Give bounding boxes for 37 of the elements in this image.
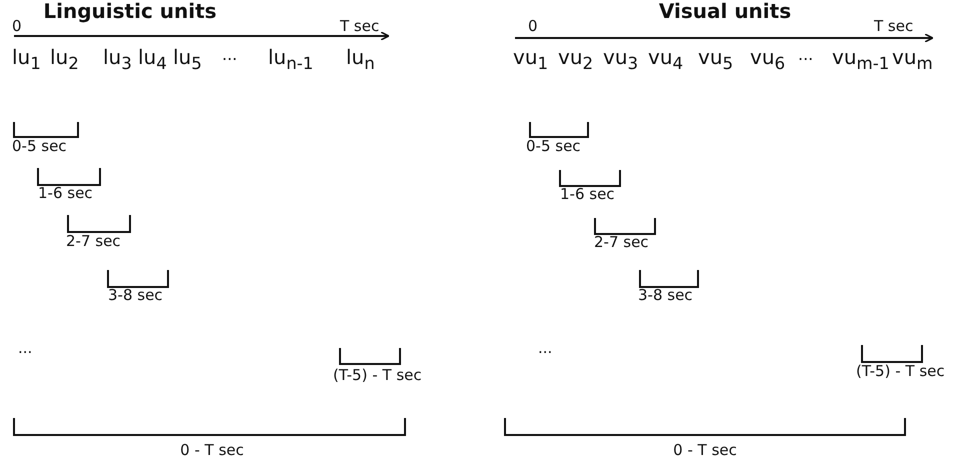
interval-label: 0 - T sec xyxy=(180,442,244,458)
interval-label: (T-5) - T sec xyxy=(856,363,945,380)
panel-heading: Visual units xyxy=(658,0,792,22)
interval-label: 0 - T sec xyxy=(673,442,737,458)
unit-label: lu$_{5}$ xyxy=(173,46,202,74)
ellipsis: ... xyxy=(538,340,552,356)
interval-label: 2-7 sec xyxy=(594,234,649,250)
axis-label: T sec xyxy=(874,18,914,34)
unit-label: vu$_{6}$ xyxy=(750,46,786,74)
interval-label: 3-8 sec xyxy=(108,287,163,304)
unit-label: lu$_{3}$ xyxy=(103,46,132,74)
unit-label: vu$_{m}$ xyxy=(892,46,933,74)
axis-label: 0 xyxy=(12,18,22,34)
unit-label: vu$_{2}$ xyxy=(558,46,594,74)
unit-label: vu$_{1}$ xyxy=(513,46,548,74)
ellipsis: ... xyxy=(222,46,238,64)
unit-label: lu$_{1}$ xyxy=(12,46,41,74)
interval-label: 0-5 sec xyxy=(526,138,581,154)
axis-label: T sec xyxy=(340,18,380,34)
interval-label: 1-6 sec xyxy=(560,186,615,202)
unit-label: lu$_{2}$ xyxy=(50,46,79,74)
unit-label: lu$_{n}$ xyxy=(346,46,375,74)
axis-label: 0 xyxy=(528,18,538,34)
ellipsis: ... xyxy=(798,46,814,64)
interval-label: 2-7 sec xyxy=(66,233,121,250)
unit-label: lu$_{n-1}$ xyxy=(268,46,314,74)
interval-label: (T-5) - T sec xyxy=(333,367,422,384)
ellipsis: ... xyxy=(18,340,32,356)
unit-label: lu$_{4}$ xyxy=(138,46,167,74)
interval-label: 3-8 sec xyxy=(638,287,693,304)
interval-label: 0-5 sec xyxy=(12,138,67,154)
unit-label: vu$_{3}$ xyxy=(603,46,638,74)
unit-label: vu$_{m-1}$ xyxy=(832,46,890,74)
unit-label: vu$_{4}$ xyxy=(648,46,684,74)
unit-label: vu$_{5}$ xyxy=(698,46,734,74)
interval-label: 1-6 sec xyxy=(38,185,93,202)
panel-heading: Linguistic units xyxy=(43,0,217,22)
